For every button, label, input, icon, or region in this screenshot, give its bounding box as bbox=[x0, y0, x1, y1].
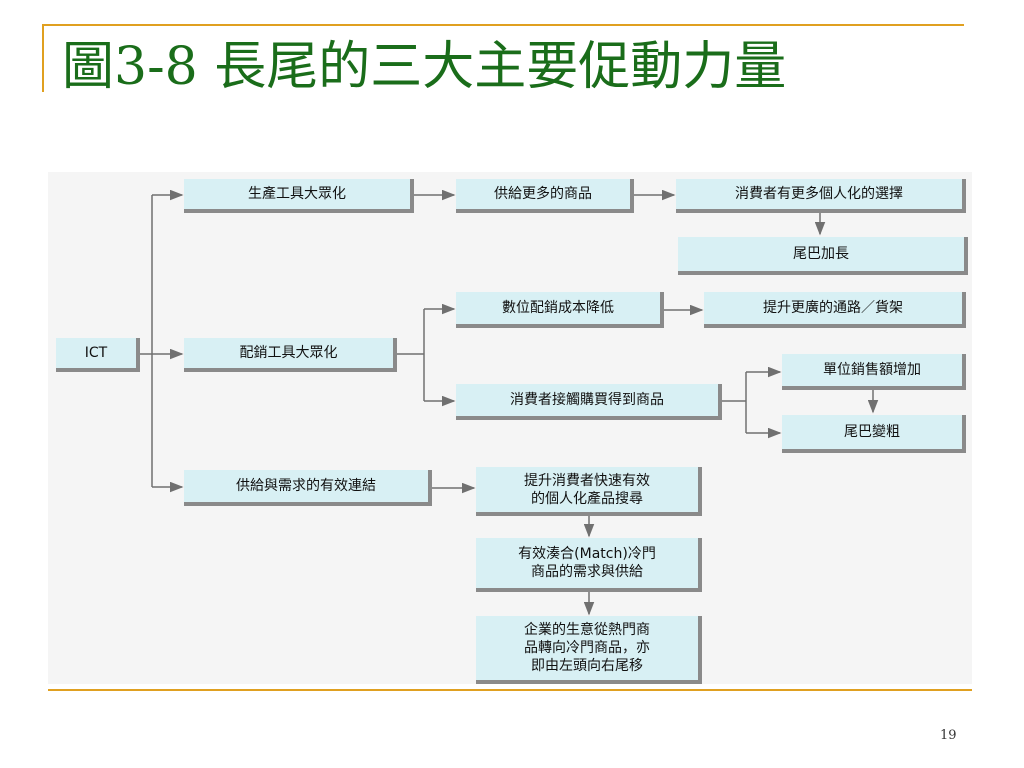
node-production-tools: 生產工具大眾化 bbox=[184, 179, 414, 213]
title-top-rule bbox=[42, 24, 964, 26]
node-consumer-access: 消費者接觸購買得到商品 bbox=[456, 384, 722, 420]
node-tail-thicker: 尾巴變粗 bbox=[782, 415, 966, 453]
node-ict: ICT bbox=[56, 338, 140, 372]
node-more-supply: 供給更多的商品 bbox=[456, 179, 634, 213]
node-wider-channel: 提升更廣的通路／貨架 bbox=[704, 292, 966, 328]
title-left-rule bbox=[42, 24, 44, 92]
node-shift-to-tail: 企業的生意從熱門商 品轉向冷門商品，亦 即由左頭向右尾移 bbox=[476, 616, 702, 684]
node-personal-choice: 消費者有更多個人化的選擇 bbox=[676, 179, 966, 213]
page-number: 19 bbox=[940, 728, 957, 743]
node-match: 有效湊合(Match)冷門 商品的需求與供給 bbox=[476, 538, 702, 592]
node-tail-longer: 尾巴加長 bbox=[678, 237, 968, 275]
node-distribution-cost-down: 數位配銷成本降低 bbox=[456, 292, 664, 328]
node-fast-search: 提升消費者快速有效 的個人化產品搜尋 bbox=[476, 467, 702, 516]
node-supply-demand-link: 供給與需求的有效連結 bbox=[184, 470, 432, 506]
node-unit-sales-up: 單位銷售額增加 bbox=[782, 354, 966, 390]
node-distribution-tools: 配銷工具大眾化 bbox=[184, 338, 397, 372]
footer-rule bbox=[48, 689, 972, 691]
slide-title: 圖3-8 長尾的三大主要促動力量 bbox=[62, 37, 787, 97]
